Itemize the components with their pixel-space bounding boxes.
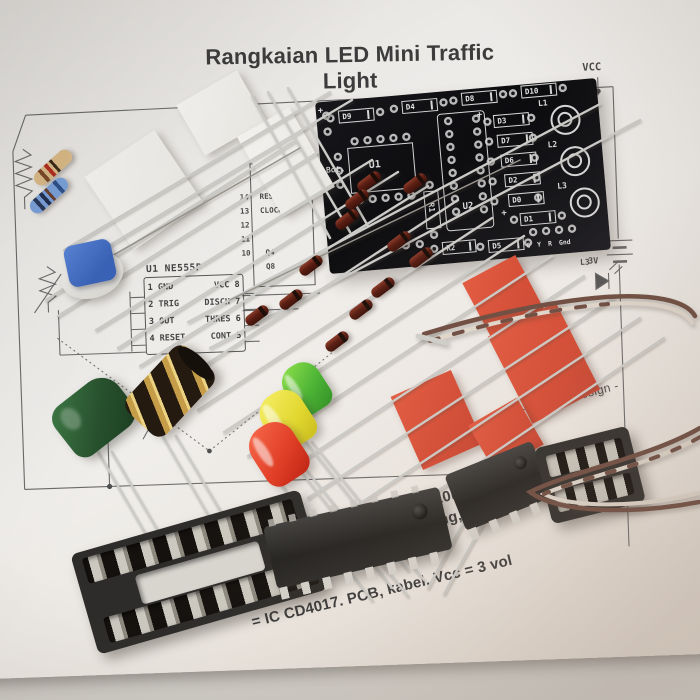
twisted-wire-pair bbox=[415, 294, 700, 513]
printed-schematic: VCC BAT 3V L3 U1 NE555P 1 GND VCC 8 2 TR… bbox=[12, 61, 633, 547]
schematic-lines bbox=[12, 77, 633, 547]
